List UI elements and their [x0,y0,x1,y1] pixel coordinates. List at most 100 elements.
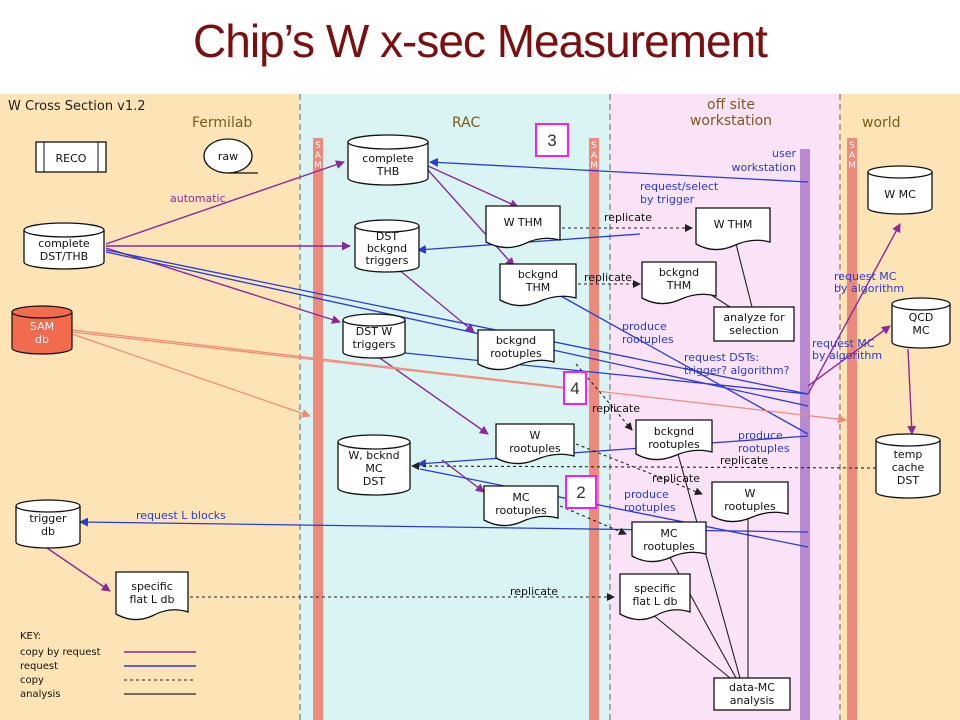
svg-text:analyze for: analyze for [723,311,785,324]
node-qcd-mc: QCD MC [891,297,951,349]
label-replicate-1: replicate [604,211,652,224]
svg-text:S: S [591,141,597,151]
svg-text:temp: temp [894,448,923,461]
svg-text:MC: MC [912,324,929,337]
label-request-l-blocks: request L blocks [136,509,226,522]
header-world: world [862,115,901,131]
svg-text:flat L db: flat L db [632,595,677,608]
svg-text:M: M [590,161,598,171]
svg-text:rootuples: rootuples [495,504,547,517]
svg-text:SAM: SAM [30,320,54,333]
svg-text:QCD: QCD [909,311,934,324]
svg-text:A: A [591,151,598,161]
svg-text:bckgnd: bckgnd [496,334,536,347]
label-produce-rootuples-1a: produce [622,320,667,333]
label-request-select-1: request/select [640,180,719,193]
svg-text:A: A [315,151,322,161]
label-produce-rootuples-2b: rootuples [738,442,790,455]
header-rac: RAC [452,115,480,131]
svg-text:copy by request: copy by request [20,647,101,658]
diagram: S A M S A M S A M W Cross Section v1.2 F… [0,94,960,720]
svg-text:triggers: triggers [353,338,396,351]
svg-text:DST/THB: DST/THB [40,250,88,263]
svg-text:DST W: DST W [356,325,393,338]
fermilab-column [0,94,300,720]
node-complete-dst-thb: complete DST/THB [23,222,105,270]
callout-4: 4 [563,371,587,405]
label-request-mc-2a: request MC [812,337,875,350]
svg-text:W THM: W THM [714,218,753,231]
label-request-mc-2b: by algorithm [812,349,882,362]
svg-text:bckgnd: bckgnd [367,242,407,255]
label-request-dsts-2: trigger? algorithm? [684,364,790,377]
svg-text:bckgnd: bckgnd [659,266,699,279]
svg-text:rootuples: rootuples [509,442,561,455]
node-w-thm-rac: W THM [485,205,561,249]
svg-text:selection: selection [729,324,778,337]
sam-bar-rac [313,138,323,720]
node-specific-flat-l-db-fnal: specific flat L db [115,571,189,621]
user-workstation-bar [800,149,810,720]
label-produce-rootuples-1b: rootuples [622,333,674,346]
node-mc-rootuples-rac: MC rootuples [483,485,559,527]
svg-text:M: M [848,161,856,171]
sam-bar-world [847,138,857,720]
edges-request [79,157,809,548]
svg-text:triggers: triggers [366,254,409,267]
svg-text:W THM: W THM [504,216,543,229]
svg-text:trigger: trigger [29,512,67,525]
label-replicate-2: replicate [584,271,632,284]
svg-text:flat L db: flat L db [129,593,174,606]
version-title: W Cross Section v1.2 [8,99,146,114]
node-sam-db: SAM db [11,305,73,355]
svg-text:RECO: RECO [56,152,87,165]
svg-text:MC: MC [660,527,677,540]
node-w-thm-ws: W THM [695,207,771,251]
callout-3: 3 [535,123,569,157]
header-workstation: workstation [690,113,772,129]
label-automatic: automatic [170,192,226,205]
label-request-select-2: by trigger [640,193,695,206]
svg-text:M: M [314,161,322,171]
node-bckgnd-thm-ws: bckgnd THM [641,261,717,305]
node-specific-flat-l-db-ws: specific flat L db [619,573,691,621]
svg-text:bckgnd: bckgnd [654,425,694,438]
svg-text:cache: cache [892,461,925,474]
svg-text:DST: DST [363,475,385,488]
svg-text:2: 2 [576,483,585,502]
svg-text:raw: raw [218,150,238,163]
svg-text:A: A [849,151,856,161]
svg-text:rootuples: rootuples [648,438,700,451]
svg-text:complete: complete [38,237,90,250]
svg-text:MC: MC [512,491,529,504]
svg-text:MC: MC [365,462,382,475]
node-data-mc-analysis: data-MC analysis [713,677,791,711]
node-w-bcknd-mc-dst: W, bcknd MC DST [337,434,411,496]
svg-text:W, bcknd: W, bcknd [348,449,399,462]
node-mc-rootuples-ws: MC rootuples [631,521,707,563]
label-replicate-4: replicate [720,454,768,467]
svg-text:rootuples: rootuples [724,500,776,513]
svg-text:THM: THM [525,281,550,294]
label-request-dsts-1: request DSTs: [684,351,759,364]
label-request-mc-1a: request MC [834,270,897,283]
node-reco: RECO [35,141,107,173]
sam-bar-ws [589,138,599,720]
rac-column [300,94,610,720]
node-dst-bckgnd-triggers: DST bckgnd triggers [354,219,420,273]
label-user-workstation-2: workstation [732,161,797,174]
node-w-mc: W MC [867,165,933,215]
svg-text:W: W [745,487,756,500]
svg-text:analysis: analysis [20,689,61,700]
svg-text:4: 4 [570,379,579,398]
svg-text:analysis: analysis [730,694,775,707]
svg-text:rootuples: rootuples [490,347,542,360]
node-trigger-db: trigger db [15,499,81,549]
header-offsite: off site [707,97,755,113]
label-produce-rootuples-3b: rootuples [624,501,676,514]
node-temp-cache-dst: temp cache DST [875,433,941,499]
node-raw: raw [203,138,258,174]
node-bckgnd-thm-rac: bckgnd THM [499,263,577,307]
svg-text:THB: THB [376,165,400,178]
svg-text:DST: DST [376,230,398,243]
